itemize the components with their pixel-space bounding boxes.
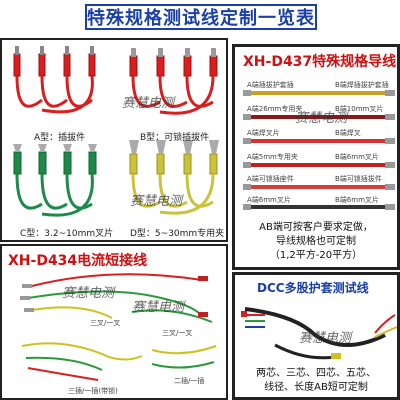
b-label-4: B端6mm叉片 [335,153,379,161]
label-type-c: C型：3.2~10mm叉片 [20,229,114,239]
b-label-3: B端焊叉 [335,129,361,137]
xh-d434-title: XH-D434电流短接线 [8,253,148,269]
watermark-bottom-left-1: 赛慧电测 [62,286,115,301]
label-type-b: B型：可锁插拔件 [140,133,210,143]
panel-xh-d434: XH-D434电流短接线 赛慧电测 赛慧电测 三叉/一叉 三叉/一叉 三插/一插… [0,244,228,400]
xh-d437-desc-3: （1,2平方-20平方） [269,250,363,261]
b-label-1: B端焊插拔护套插 [335,81,389,89]
dcc-title: DCC多股护套测试线 [257,281,369,295]
d434-label-4: 二插/一插 [174,377,205,385]
a-label-1: A端插拔护套插 [247,81,294,89]
label-type-a: A型：插拔件 [34,133,86,143]
dcc-illustration [241,307,397,360]
xh-d437-title: XH-D437特殊规格导线 [243,54,397,70]
page-title: 特殊规格测试线定制一览表 [85,4,317,30]
b-label-5: B端可锁插拔件 [335,175,382,183]
connector-types-illustration [13,46,219,217]
watermark-right: 赛慧电测 [295,111,348,126]
a-label-3: A端焊叉片 [247,129,280,137]
watermark-bottom-left-2: 赛慧电测 [132,300,185,315]
watermark-top: 赛慧电测 [122,96,175,111]
yellow-wire-d [131,173,215,215]
a-label-5: A端可锁插座件 [247,175,294,183]
panel-dcc: DCC多股护套测试线 赛慧电测 两芯、三芯、四芯、五芯、 线径、长度AB短可定制 [232,272,400,400]
d434-label-1: 三叉/一叉 [90,319,121,327]
a-label-4: A端5mm专用夹 [247,153,298,161]
watermark-dcc: 赛慧电测 [299,331,352,346]
watermark-mid: 赛慧电测 [130,194,183,209]
header: 特殊规格测试线定制一览表 [0,0,400,38]
xh-d437-illustration [243,90,395,210]
green-wire-c [15,173,94,217]
green-fork-group-c [13,151,97,175]
xh-d437-desc-1: AB端可按客户要求定做， [259,222,373,233]
dcc-desc-1: 两芯、三芯、四芯、五芯、 [256,368,376,379]
b-label-6: B端6mm叉片 [335,196,379,204]
d434-label-2: 三叉/一叉 [162,329,193,337]
b-label-2: B端10mm叉片 [335,105,384,113]
xh-d437-desc-2: 导线规格也可定制 [276,236,356,247]
red-plug-group-a [13,53,96,77]
yellow-clip-group-d [129,153,218,175]
red-plug-group-b [129,55,218,77]
a-label-2: A端26mm专用夹 [247,105,303,113]
panel-xh-d437: XH-D437特殊规格导线 A端插拔护套插 B端焊插拔护套插 A端26mm专用夹… [232,44,400,270]
panel-connector-types: 赛慧电测 赛慧电测 A型：插拔件 B型：可锁插拔件 C型：3.2~10mm叉片 … [0,38,228,242]
label-type-d: D型：5~30mm专用夹 [130,229,225,239]
dcc-desc-2: 线径、长度AB短可定制 [264,382,368,393]
d434-label-3: 三插/一插(带锁) [68,387,118,395]
xh-d434-illustration [20,273,217,381]
red-wire-b [131,75,215,115]
red-wire-a [15,75,94,114]
a-label-6: A端6mm叉片 [247,196,291,204]
